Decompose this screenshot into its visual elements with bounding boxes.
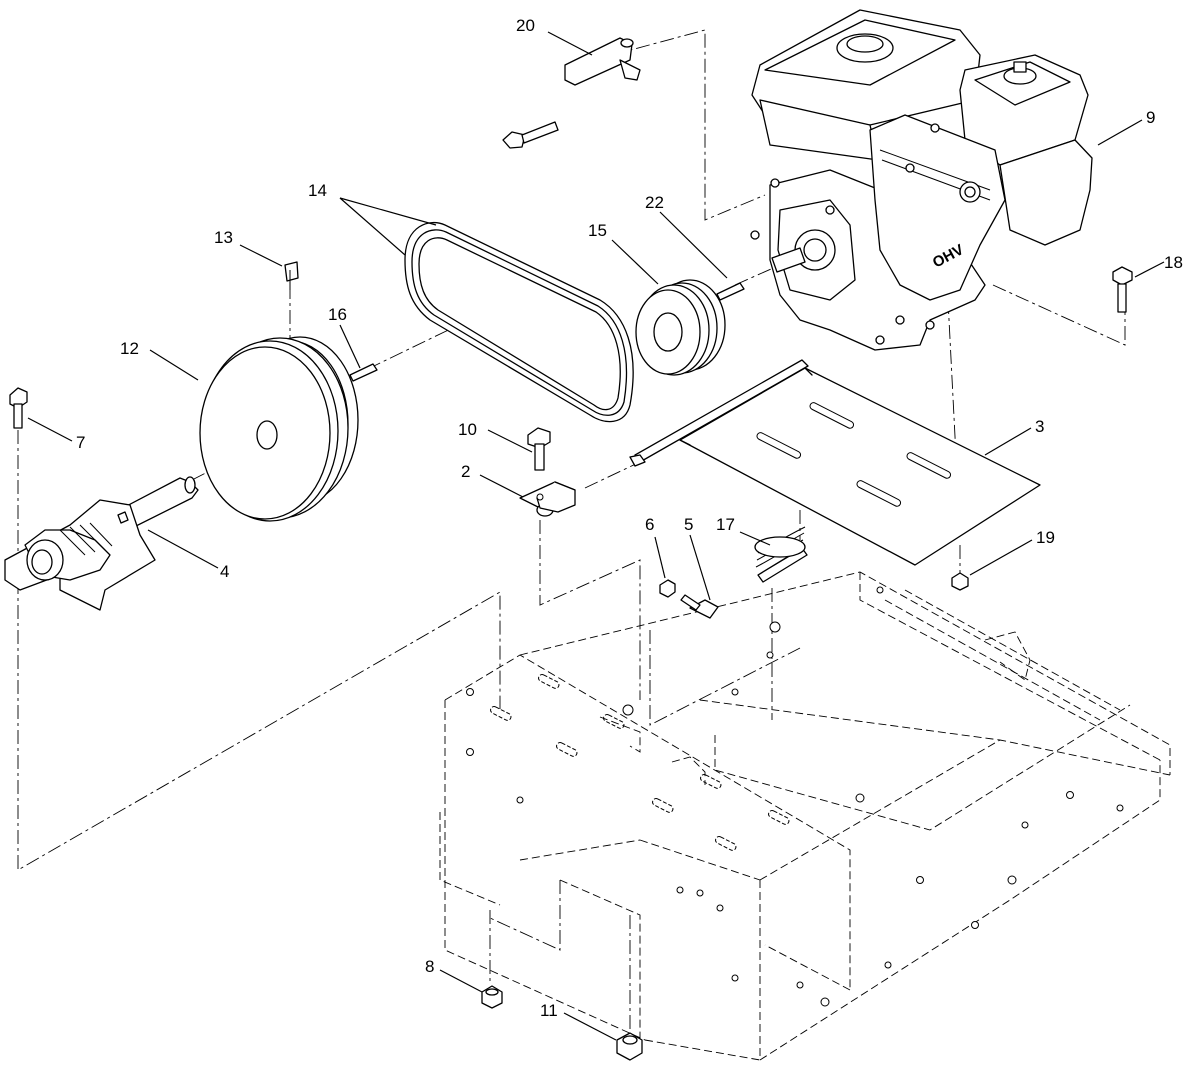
callout-16: 16: [328, 305, 347, 324]
spring-17: [754, 526, 808, 583]
shaft-bearing: [4, 476, 199, 611]
callout-19: 19: [1036, 528, 1055, 547]
callout-11: 11: [540, 1001, 558, 1020]
callout-4: 4: [220, 562, 229, 581]
callout-6: 6: [645, 515, 654, 534]
callout-18: 18: [1164, 253, 1183, 272]
nut-8: [481, 985, 503, 1009]
set-screw-13: [284, 261, 299, 290]
callout-22: 22: [645, 193, 664, 212]
callout-12: 12: [120, 339, 139, 358]
callout-9: 9: [1146, 108, 1155, 127]
callout-3: 3: [1035, 417, 1044, 436]
large-pulley: [199, 336, 359, 522]
engine: OHV: [750, 9, 1093, 351]
nut-6: [659, 579, 676, 598]
motor-plate: [629, 359, 1041, 566]
callout-7: 7: [76, 433, 85, 452]
nut-19: [951, 572, 969, 591]
bolt-10: [527, 427, 551, 471]
callout-17: 17: [716, 515, 735, 534]
nut-11: [616, 1032, 643, 1061]
small-pulley: [635, 279, 726, 376]
callout-14: 14: [308, 181, 327, 200]
bolt-20b: [502, 121, 559, 149]
callout-labels: 20 9 14 22 15 13 18 16 12 7 10 3 2 4 6 5…: [76, 16, 1183, 1020]
bracket-2: [519, 481, 576, 517]
callout-5: 5: [684, 515, 693, 534]
key-22: [716, 282, 745, 301]
leader-lines: [27, 31, 1165, 1041]
assembly-lines: [17, 29, 1126, 1030]
callout-10: 10: [458, 420, 477, 439]
callout-20: 20: [516, 16, 535, 35]
v-belts: [404, 221, 634, 423]
callout-15: 15: [588, 221, 607, 240]
cable-clamp: [564, 37, 641, 86]
bolt-18: [1112, 266, 1133, 313]
bolt-7: [9, 387, 28, 429]
callout-2: 2: [461, 462, 470, 481]
frame-assembly: [439, 571, 1171, 1061]
bolt-5: [680, 594, 719, 619]
key-16: [349, 363, 378, 382]
callout-13: 13: [214, 228, 233, 247]
callout-8: 8: [425, 957, 434, 976]
